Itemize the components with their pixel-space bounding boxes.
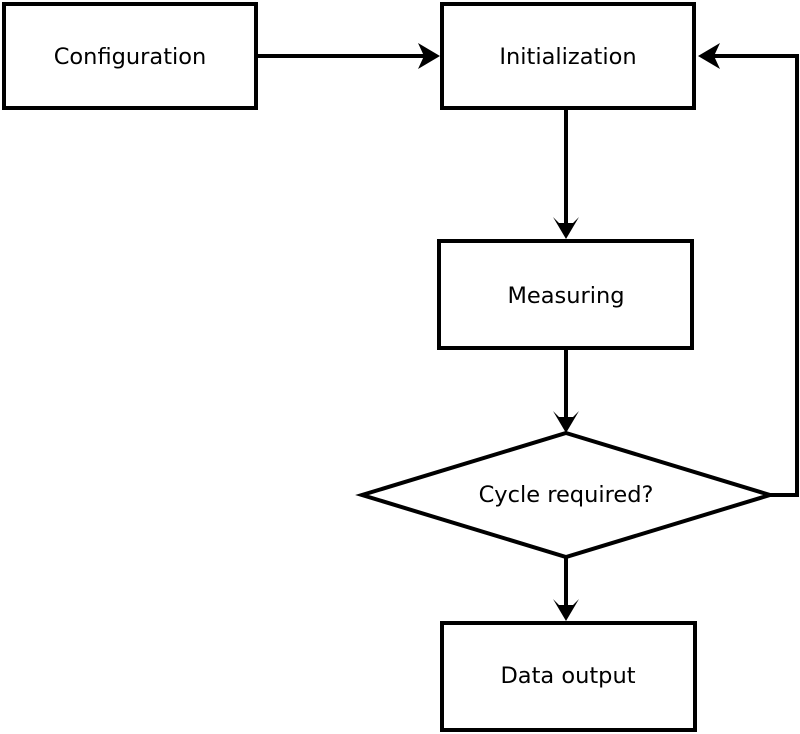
node-measuring-box [437, 239, 694, 350]
node-initialization: Initialization [440, 2, 696, 110]
arrowhead-down-into-cycle-required [553, 411, 579, 433]
edge-configuration-to-initialization [258, 43, 440, 69]
node-data-output-box [440, 621, 697, 732]
edge-cycle-required-to-initialization-line [712, 54, 799, 497]
arrowhead-down-into-data-output [553, 599, 579, 621]
node-cycle-required-label: Cycle required? [479, 482, 654, 508]
node-initialization-box [440, 2, 696, 110]
node-measuring-label: Measuring [507, 283, 624, 309]
arrowhead-down-into-measuring [553, 217, 579, 239]
edge-measuring-to-cycle-required [553, 350, 579, 433]
edge-cycle-required-to-data-output [553, 557, 579, 621]
edge-cycle-required-to-initialization [698, 43, 799, 497]
node-data-output-label: Data output [500, 663, 635, 689]
node-configuration-box [2, 2, 258, 110]
edge-initialization-to-measuring [553, 110, 579, 239]
node-cycle-required: Cycle required? [355, 430, 777, 560]
node-configuration-label: Configuration [54, 44, 207, 70]
arrowhead-left-into-initialization [698, 43, 720, 69]
node-initialization-label: Initialization [499, 44, 636, 70]
arrowhead-right-into-initialization [418, 43, 440, 69]
node-measuring: Measuring [437, 239, 694, 350]
node-cycle-required-diamond [355, 430, 777, 560]
node-data-output: Data output [440, 621, 697, 732]
node-configuration: Configuration [2, 2, 258, 110]
